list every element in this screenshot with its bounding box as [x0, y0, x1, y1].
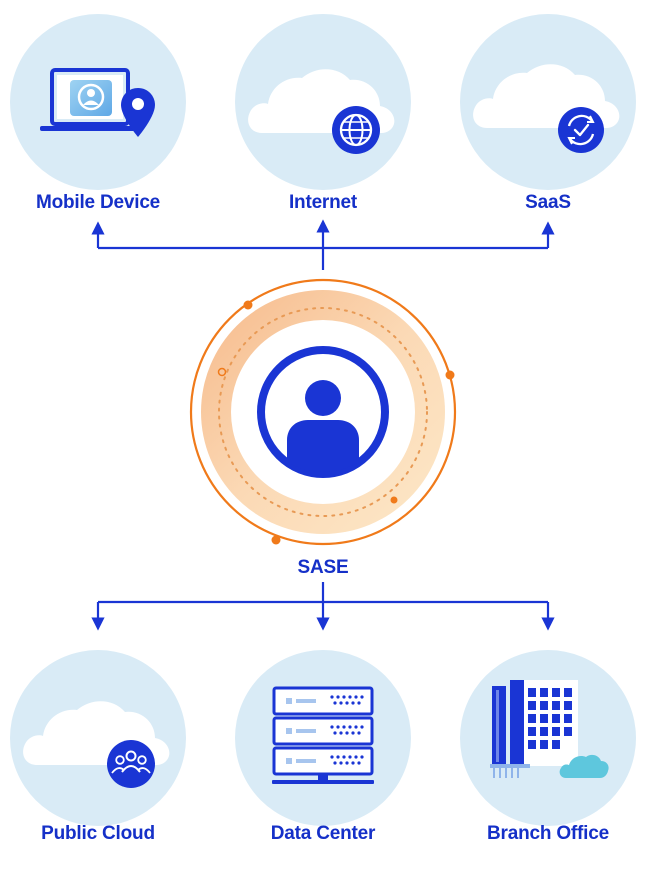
office-building-icon: [490, 680, 609, 778]
bottom-connectors: [91, 582, 555, 631]
sase-hub: [189, 278, 457, 546]
globe-icon: [332, 106, 380, 154]
top-connectors: [91, 219, 555, 270]
node-mobile-device: [10, 14, 186, 190]
node-public-cloud: [10, 650, 186, 826]
small-cloud-icon: [559, 754, 609, 778]
laptop-location-icon: [40, 68, 155, 137]
label-branch-office: Branch Office: [487, 823, 609, 844]
node-internet: [235, 14, 411, 190]
label-saas: SaaS: [525, 192, 571, 213]
label-mobile-device: Mobile Device: [35, 192, 161, 213]
people-group-icon: [107, 740, 155, 788]
node-data-center: [235, 650, 411, 826]
label-internet: Internet: [288, 192, 358, 213]
user-icon: [257, 346, 389, 478]
server-rack-icon: [272, 686, 374, 784]
refresh-check-icon: [558, 107, 604, 153]
label-sase: SASE: [297, 557, 349, 578]
node-saas: [460, 14, 636, 190]
label-public-cloud: Public Cloud: [41, 823, 155, 844]
label-data-center: Data Center: [270, 823, 376, 844]
node-branch-office: [460, 650, 636, 826]
